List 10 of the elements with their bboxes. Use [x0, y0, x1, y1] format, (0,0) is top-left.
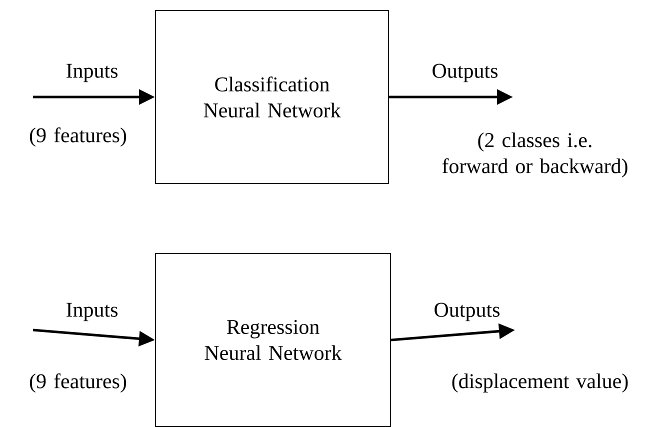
- process-box: Classification Neural Network: [155, 10, 389, 184]
- note-text: (9 features): [30, 127, 126, 147]
- note-text: (9 features): [30, 373, 126, 393]
- edge-label: Inputs: [66, 64, 118, 82]
- note-text: (displacement value): [452, 373, 628, 392]
- edge-label: Outputs: [432, 64, 498, 82]
- note-text: (2 classes i.e. forward or backward): [442, 132, 628, 178]
- edge-label: Outputs: [434, 302, 500, 322]
- edge-label: Inputs: [66, 302, 118, 322]
- process-box: Regression Neural Network: [155, 253, 391, 427]
